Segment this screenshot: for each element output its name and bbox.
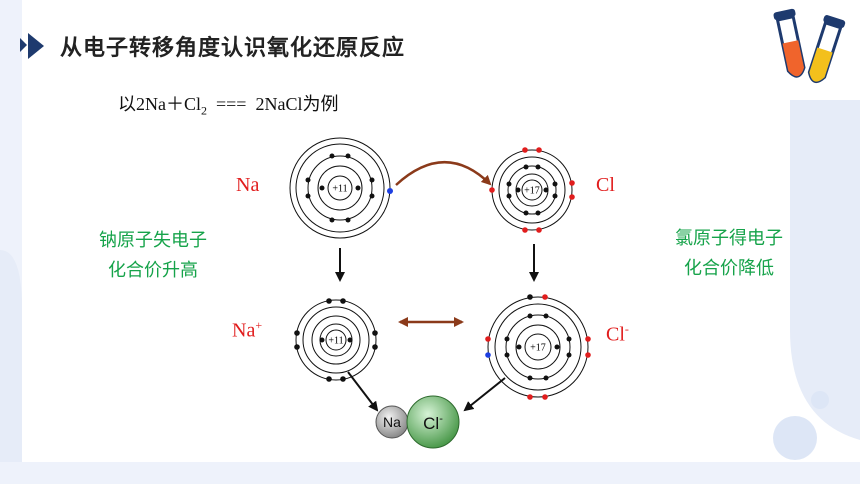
sodium-label: Na — [236, 174, 260, 196]
chlorine-explanation-line-2: 化合价降低 — [684, 258, 774, 279]
sodium-explanation-line-2: 化合价升高 — [108, 260, 198, 281]
sodium-ion-nucleus-charge: +11 — [328, 336, 343, 347]
compound-cation-label: Na — [383, 414, 401, 430]
chloride-ion-sphere — [406, 395, 460, 449]
electron-transfer-arrow — [395, 161, 492, 186]
deco-circle-large — [773, 416, 817, 460]
chlorine-explanation: 氯原子得电子 化合价降低 — [644, 224, 814, 284]
bottom-band — [0, 462, 860, 484]
sodium-explanation-line-1: 钠原子失电子 — [99, 230, 207, 251]
chloride-ion-label: Cl- — [606, 322, 629, 346]
equation-suffix: 为例 — [302, 94, 339, 115]
sodium-chloride-compound: Na Cl- — [375, 395, 460, 449]
chlorine-label: Cl — [596, 174, 615, 196]
equation-prefix: 以2Na＋Cl — [118, 94, 201, 114]
right-decoration — [790, 100, 860, 440]
page-title: 从电子转移角度认识氧化还原反应 — [60, 36, 406, 61]
sodium-ion-label: Na+ — [232, 318, 263, 342]
chevron-right-icon — [20, 33, 44, 59]
chlorine-nucleus-charge: +17 — [524, 186, 540, 197]
sodium-atom: +11 — [289, 137, 393, 239]
reaction-equation: 以2Na＋Cl2 === 2NaCl为例 — [118, 90, 338, 119]
chloride-nucleus-charge: +17 — [530, 343, 546, 354]
sodium-explanation: 钠原子失电子 化合价升高 — [68, 226, 238, 286]
equation-subscript: 2 — [201, 103, 207, 118]
deco-circle-small — [811, 391, 829, 409]
left-decoration — [0, 250, 22, 462]
compound-anion-label: Cl- — [423, 413, 443, 433]
transferred-electron — [387, 188, 393, 194]
content-panel — [22, 0, 860, 462]
test-tubes-icon — [773, 8, 846, 84]
chlorine-atom: +17 — [489, 147, 575, 233]
sodium-ion-to-compound-arrow — [347, 371, 379, 412]
chloride-to-compound-arrow — [463, 377, 506, 412]
sodium-ion: +11 — [294, 298, 378, 382]
sodium-nucleus-charge: +11 — [332, 184, 347, 195]
equation-middle: === 2NaCl — [207, 94, 303, 114]
chlorine-explanation-line-1: 氯原子得电子 — [675, 228, 783, 249]
chloride-ion: +17 — [485, 294, 591, 400]
